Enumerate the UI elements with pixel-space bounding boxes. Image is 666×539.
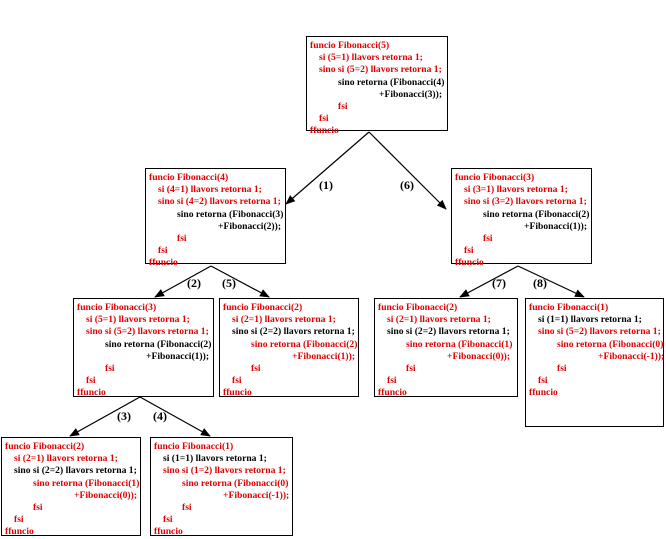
code-line: fsi xyxy=(406,363,416,375)
code-line: +Fibonacci(0)); xyxy=(74,489,138,501)
code-line: sino retorna (Fibonacci(0) xyxy=(182,477,289,489)
code-line: funcio Fibonacci(3) xyxy=(77,302,157,313)
code-line: ffuncio xyxy=(223,387,252,399)
code-line: sino si (5=2) llavors retorna 1; xyxy=(319,64,442,76)
code-line: si (3=1) llavors retorna 1; xyxy=(464,184,568,196)
call-box-n2b: funcio Fibonacci(2)si (2=1) llavors reto… xyxy=(374,298,518,399)
edge-arrow-n3r-n1a xyxy=(517,265,585,298)
code-line: fsi xyxy=(557,363,567,375)
code-line: sino si (2=2) llavors retorna 1; xyxy=(232,326,355,338)
edge-arrow-n4-n3l xyxy=(154,265,212,298)
code-line: +Fibonacci(1)); xyxy=(292,350,356,362)
code-line: funcio Fibonacci(2) xyxy=(223,302,303,313)
code-line: +Fibonacci(-1)); xyxy=(598,350,665,362)
code-line: fsi xyxy=(33,502,43,514)
code-line: funcio Fibonacci(2) xyxy=(378,302,458,313)
code-line: sino si (1=2) llavors retorna 1; xyxy=(163,465,286,477)
code-line: fsi xyxy=(464,245,474,257)
edge-label: (7) xyxy=(492,276,506,290)
code-line: sino retorna (Fibonacci(4) xyxy=(338,76,445,88)
code-line: si (5=1) llavors retorna 1; xyxy=(319,52,423,64)
code-line: fsi xyxy=(387,375,397,387)
edge-arrow-n3l-n1b xyxy=(139,396,211,437)
call-box-n1b: funcio Fibonacci(1)si (1=1) llavors reto… xyxy=(150,437,293,538)
code-line: ffuncio xyxy=(378,387,407,399)
code-line: fsi xyxy=(177,233,187,245)
code-line: fsi xyxy=(319,113,329,125)
code-line: si (4=1) llavors retorna 1; xyxy=(158,184,262,196)
edge-label: (4) xyxy=(153,409,167,423)
code-line: funcio Fibonacci(5) xyxy=(310,40,390,51)
edge-arrow-n3r-n2b xyxy=(459,265,519,298)
code-line: ffuncio xyxy=(77,387,106,399)
code-line: sino si (3=2) llavors retorna 1; xyxy=(464,196,587,208)
code-line: fsi xyxy=(158,245,168,257)
code-line: ffuncio xyxy=(154,526,183,538)
code-line: +Fibonacci(2)); xyxy=(218,220,282,232)
code-line: funcio Fibonacci(1) xyxy=(154,441,234,452)
code-line: +Fibonacci(0)); xyxy=(447,350,511,362)
code-line: ffuncio xyxy=(149,257,178,269)
code-line: fsi xyxy=(163,514,173,526)
code-line: fsi xyxy=(338,101,348,113)
code-line: fsi xyxy=(232,375,242,387)
code-line: sino retorna (Fibonacci(1) xyxy=(406,338,513,350)
call-box-n5: funcio Fibonacci(5)si (5=1) llavors reto… xyxy=(306,36,448,136)
code-line: sino retorna (Fibonacci(1) xyxy=(33,477,140,489)
code-line: sino retorna (Fibonacci(2) xyxy=(105,338,212,350)
edge-label: (5) xyxy=(222,276,236,290)
edge-label: (3) xyxy=(117,409,131,423)
code-line: sino retorna (Fibonacci(3) xyxy=(177,208,284,220)
code-line: sino si (5=2) llavors retorna 1; xyxy=(538,326,661,338)
code-line: si (1=1) llavors retorna 1; xyxy=(538,314,642,326)
code-line: si (5=1) llavors retorna 1; xyxy=(86,314,190,326)
code-line: si (1=1) llavors retorna 1; xyxy=(163,453,267,465)
code-line: si (2=1) llavors retorna 1; xyxy=(14,453,118,465)
code-line: funcio Fibonacci(2) xyxy=(5,441,85,452)
code-line: +Fibonacci(-1)); xyxy=(223,489,290,501)
call-box-n3r: funcio Fibonacci(3)si (3=1) llavors reto… xyxy=(451,168,592,268)
code-line: funcio Fibonacci(4) xyxy=(149,172,229,183)
code-line: sino retorna (Fibonacci(2) xyxy=(251,338,358,350)
code-line: sino si (2=2) llavors retorna 1; xyxy=(387,326,510,338)
edge-label: (8) xyxy=(533,276,547,290)
code-line: fsi xyxy=(483,233,493,245)
edge-arrow-n5-n3r xyxy=(368,131,447,210)
edge-arrow-n3l-n2c xyxy=(69,396,141,437)
edge-arrow-n4-n2a xyxy=(210,265,270,298)
code-line: fsi xyxy=(182,502,192,514)
code-line: fsi xyxy=(86,375,96,387)
code-line: +Fibonacci(3)); xyxy=(379,88,443,100)
code-line: +Fibonacci(1)); xyxy=(524,220,588,232)
edge-label: (1) xyxy=(319,178,333,192)
code-line: ffuncio xyxy=(529,387,558,399)
code-line: ffuncio xyxy=(455,257,484,269)
code-line: fsi xyxy=(251,363,261,375)
code-line: sino si (2=2) llavors retorna 1; xyxy=(14,465,137,477)
code-line: sino si (4=2) llavors retorna 1; xyxy=(158,196,281,208)
code-line: funcio Fibonacci(1) xyxy=(529,302,609,313)
call-box-n2a: funcio Fibonacci(2)si (2=1) llavors reto… xyxy=(219,298,359,399)
code-line: +Fibonacci(1)); xyxy=(146,350,210,362)
code-line: sino retorna (Fibonacci(2) xyxy=(483,208,590,220)
code-line: sino si (5=2) llavors retorna 1; xyxy=(86,326,209,338)
code-line: si (2=1) llavors retorna 1; xyxy=(387,314,491,326)
code-line: ffuncio xyxy=(310,125,339,137)
code-line: funcio Fibonacci(3) xyxy=(455,172,535,183)
edge-label: (6) xyxy=(400,178,414,192)
code-line: sino retorna (Fibonacci(0) xyxy=(557,338,664,350)
code-line: si (2=1) llavors retorna 1; xyxy=(232,314,336,326)
call-box-n3l: funcio Fibonacci(3)si (5=1) llavors reto… xyxy=(73,298,214,399)
code-line: ffuncio xyxy=(5,526,34,538)
call-box-n4: funcio Fibonacci(4)si (4=1) llavors reto… xyxy=(145,168,286,268)
code-line: fsi xyxy=(14,514,24,526)
code-line: fsi xyxy=(538,375,548,387)
code-line: fsi xyxy=(105,363,115,375)
call-box-n1a: funcio Fibonacci(1)si (1=1) llavors reto… xyxy=(525,298,664,427)
edge-label: (2) xyxy=(187,276,201,290)
call-box-n2c: funcio Fibonacci(2)si (2=1) llavors reto… xyxy=(1,437,141,538)
edge-arrow-n5-n4 xyxy=(285,131,370,205)
